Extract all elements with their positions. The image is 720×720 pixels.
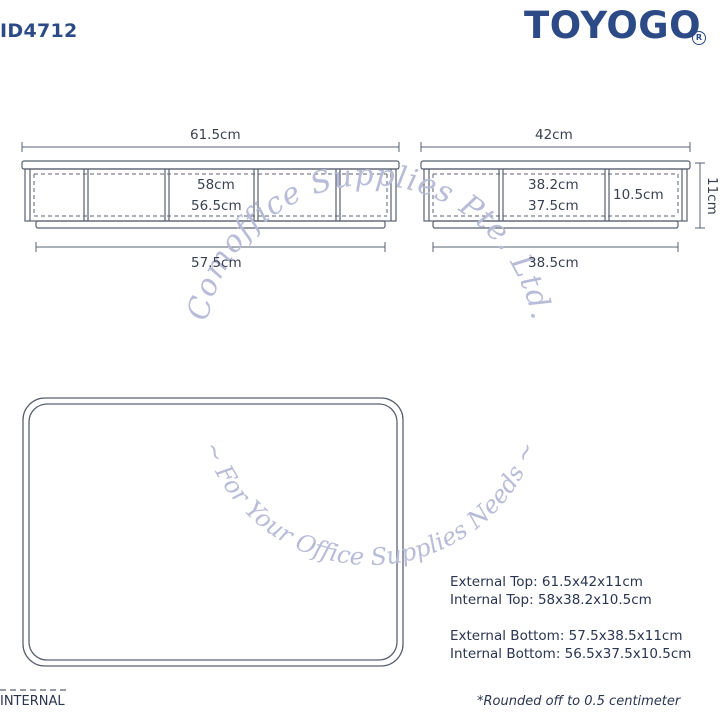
svg-text:Comoffice Supplies Pte. Ltd.: Comoffice Supplies Pte. Ltd.: [181, 158, 559, 324]
spec-internal-top: Internal Top: 58x38.2x10.5cm: [450, 592, 652, 608]
side-top-width-label: 61.5cm: [190, 127, 241, 143]
top-view-tray: [22, 397, 404, 667]
end-height-dimension-line: [695, 162, 705, 229]
side-inner-bottom-label: 56.5cm: [191, 198, 242, 214]
svg-text:~ For Your Office Supplies Nee: ~ For Your Office Supplies Needs ~: [198, 438, 541, 572]
watermark: Comoffice Supplies Pte. Ltd. ~ For Your …: [181, 158, 559, 572]
watermark-line1: Comoffice Supplies Pte. Ltd.: [181, 158, 558, 324]
registered-mark-icon: R: [692, 31, 706, 45]
end-inner-bottom-label: 37.5cm: [528, 198, 579, 214]
end-bottom-width-label: 38.5cm: [528, 255, 579, 271]
end-inner-height-label: 10.5cm: [613, 187, 664, 203]
end-bottom-dimension-line: [432, 242, 679, 252]
side-bottom-dimension-line: [35, 242, 386, 252]
end-top-dimension-line: [420, 142, 691, 152]
side-top-dimension-line: [21, 142, 400, 152]
side-bottom-width-label: 57.5cm: [191, 255, 242, 271]
legend-internal-label: INTERNAL: [0, 694, 65, 709]
product-code: ID4712: [0, 20, 78, 42]
spec-external-top: External Top: 61.5x42x11cm: [450, 574, 643, 590]
watermark-line2: ~ For Your Office Supplies Needs ~: [198, 438, 541, 572]
end-inner-top-label: 38.2cm: [528, 177, 579, 193]
side-view-tray: [21, 160, 400, 229]
end-top-width-label: 42cm: [535, 127, 573, 143]
spec-internal-bottom: Internal Bottom: 56.5x37.5x10.5cm: [450, 646, 692, 662]
side-inner-top-label: 58cm: [197, 177, 235, 193]
side-internal-dashed: [33, 173, 388, 217]
end-view-tray: [420, 160, 691, 229]
brand-logo: TOYOGO: [524, 4, 702, 47]
end-outer-height-label: 11cm: [704, 177, 720, 215]
rounding-footnote: *Rounded off to 0.5 centimeter: [477, 694, 681, 709]
spec-external-bottom: External Bottom: 57.5x38.5x11cm: [450, 628, 683, 644]
end-internal-dashed: [432, 173, 679, 217]
